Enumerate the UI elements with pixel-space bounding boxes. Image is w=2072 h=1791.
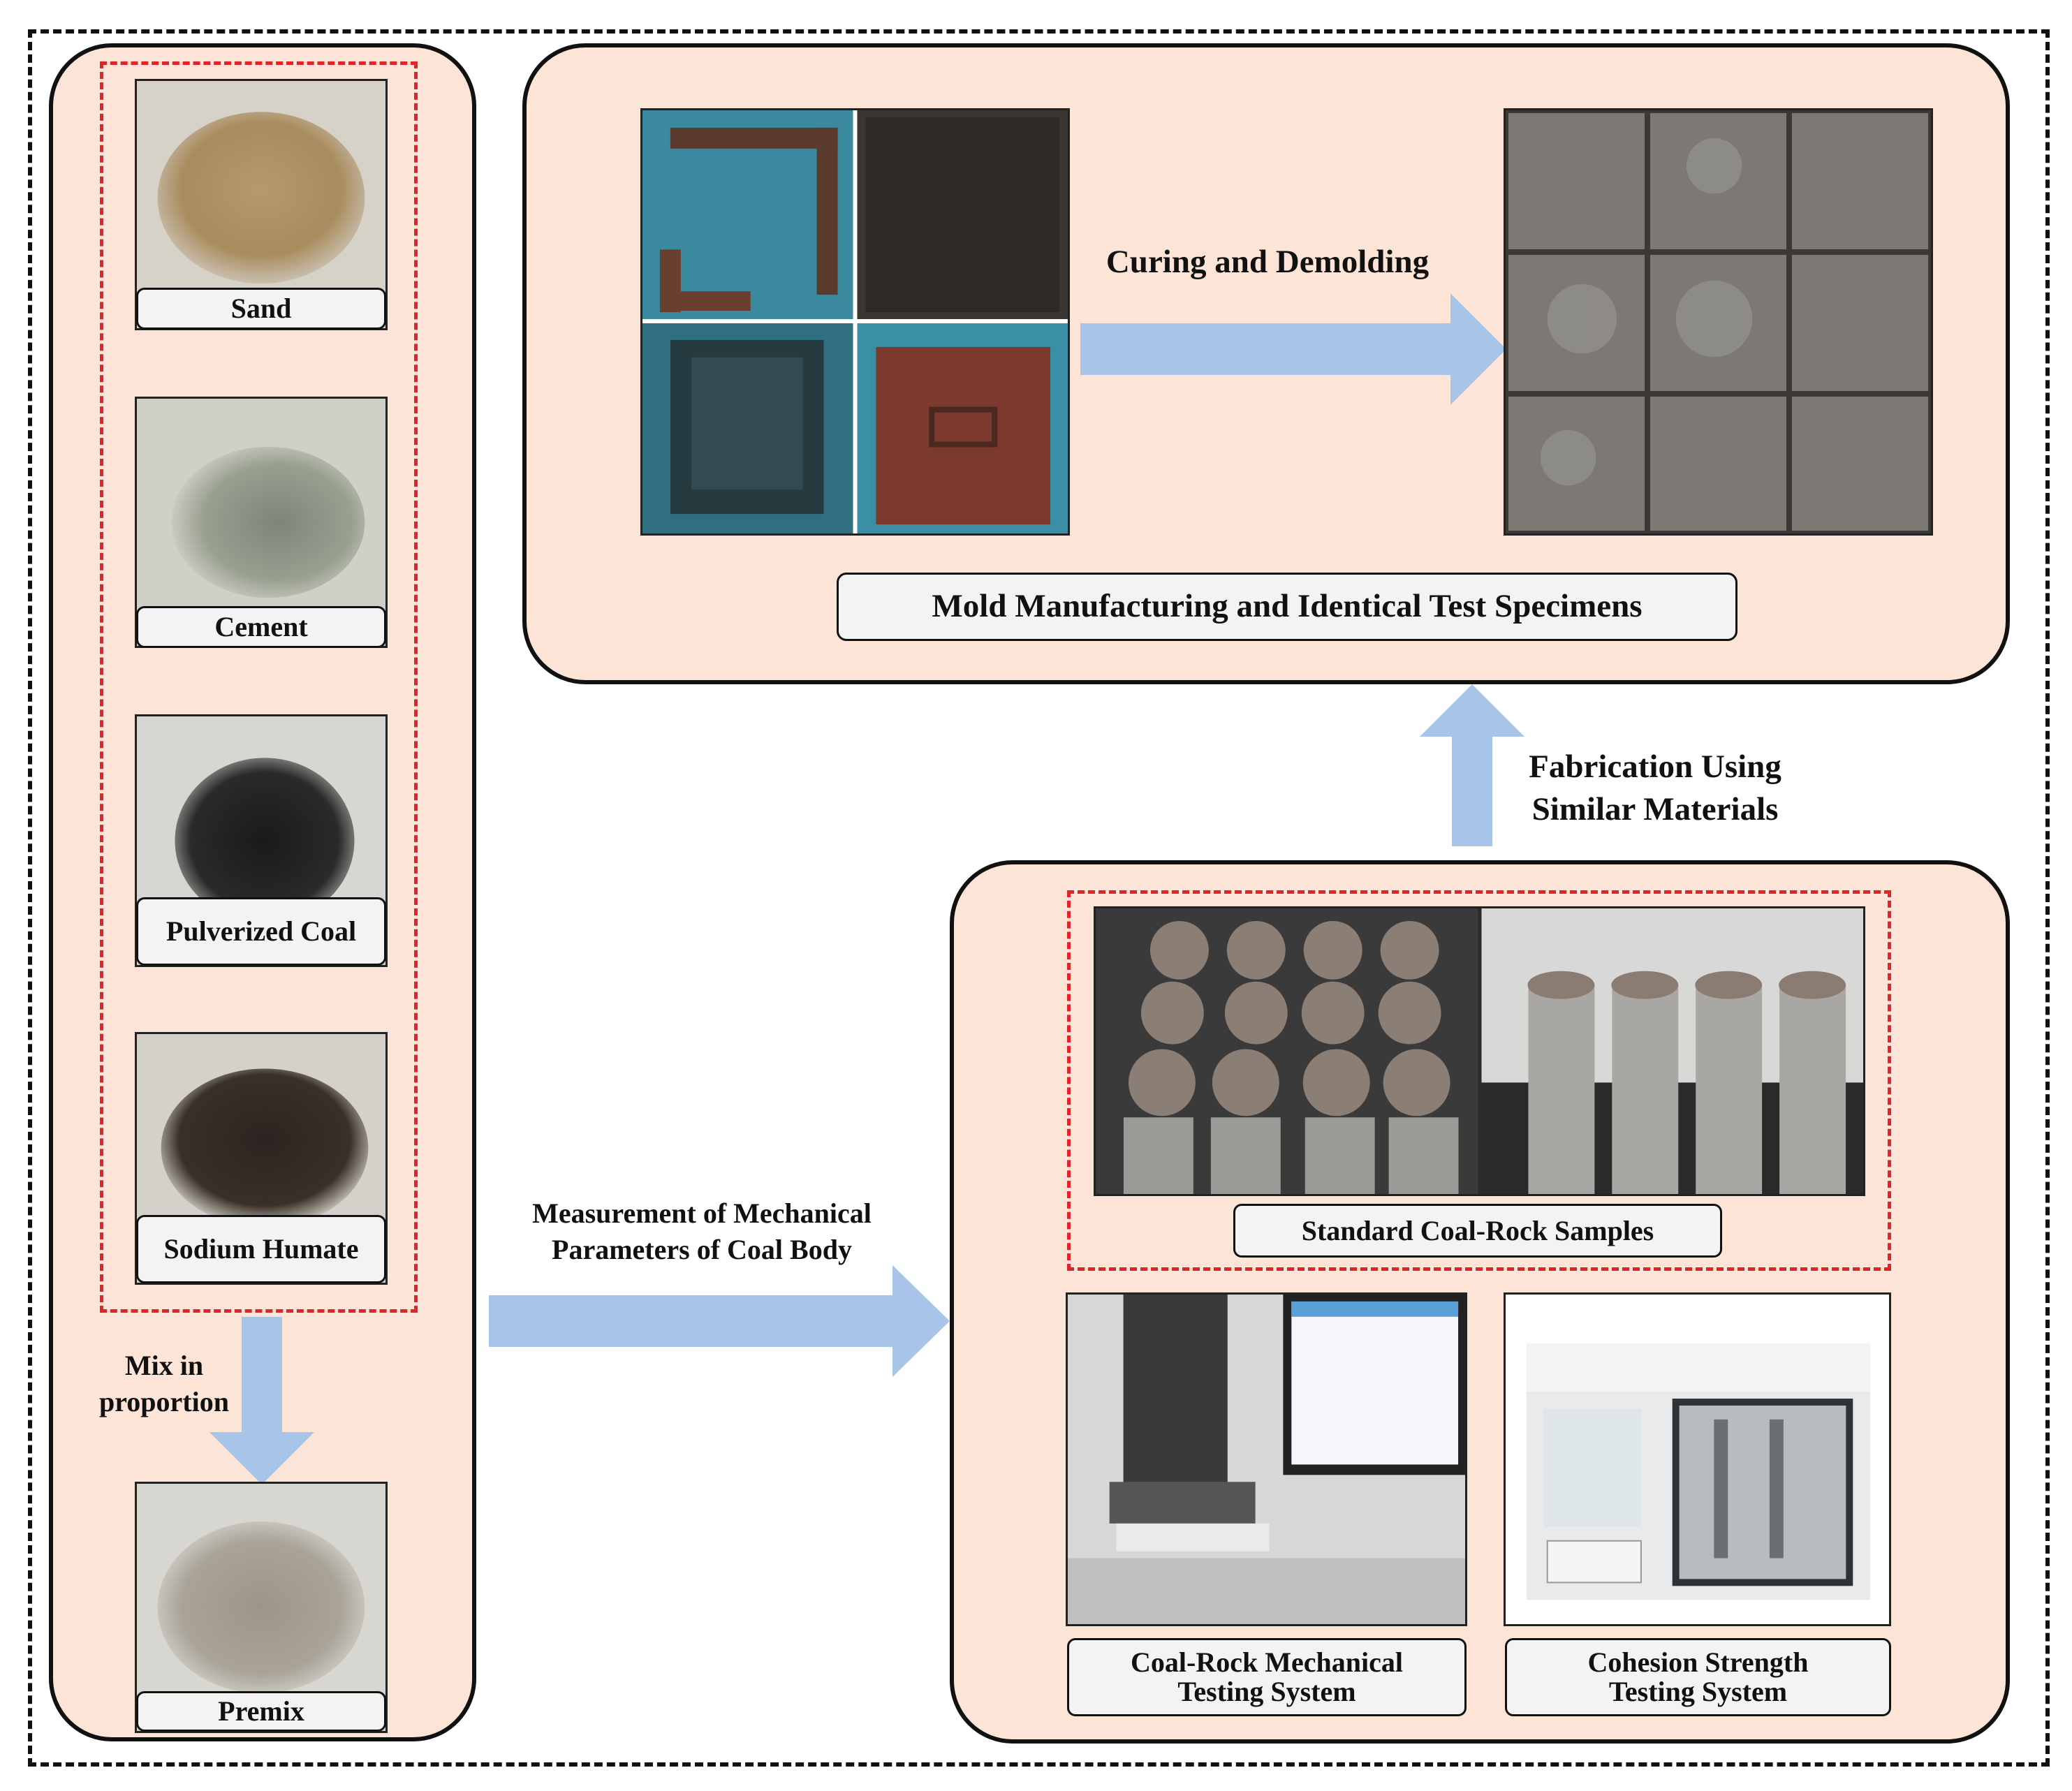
cylinder-samples-photo — [1094, 906, 1865, 1196]
cohesion-caption-text: Cohesion Strength Testing System — [1587, 1646, 1809, 1707]
cohesion-testing-photo — [1504, 1292, 1891, 1626]
mechanical-testing-photo — [1066, 1292, 1467, 1626]
premix-photo — [135, 1482, 388, 1733]
fabrication-label-line: Fabrication Using — [1529, 749, 1781, 785]
samples-caption: Standard Coal-Rock Samples — [1233, 1204, 1722, 1258]
curing-arrow — [1080, 293, 1506, 405]
fabrication-label-line: Similar Materials — [1531, 791, 1779, 828]
premix-label: Premix — [136, 1691, 386, 1732]
samples-group — [1067, 890, 1891, 1271]
outer-frame — [28, 29, 2050, 1767]
mix-label-line: Mix in — [124, 1350, 204, 1381]
mix-arrow — [210, 1317, 314, 1484]
cube-specimens-photo — [1504, 108, 1933, 536]
curing-label: Curing and Demolding — [1105, 244, 1430, 280]
material-label: Pulverized Coal — [136, 897, 386, 966]
measurement-label-line: Parameters of Coal Body — [552, 1234, 852, 1265]
mold-caption: Mold Manufacturing and Identical Test Sp… — [837, 573, 1737, 641]
mechanical-caption: Coal-Rock Mechanical Testing System — [1067, 1638, 1467, 1716]
material-label: Sodium Humate — [136, 1215, 386, 1283]
material-label: Sand — [136, 288, 386, 330]
mix-label-line: proportion — [99, 1386, 229, 1417]
measurement-label-line: Measurement of Mechanical — [532, 1197, 872, 1229]
cohesion-caption: Cohesion Strength Testing System — [1505, 1638, 1891, 1716]
material-label: Cement — [136, 606, 386, 648]
sand-photo — [135, 79, 388, 330]
material-label-text: Sodium Humate — [163, 1233, 359, 1265]
measurement-arrow — [489, 1265, 950, 1377]
mechanical-caption-text: Coal-Rock Mechanical Testing System — [1131, 1646, 1403, 1707]
raw-materials-group — [100, 61, 418, 1313]
material-label-text: Pulverized Coal — [166, 915, 357, 947]
fabrication-arrow — [1420, 684, 1524, 846]
mold-photos — [640, 108, 1070, 536]
fabrication-label: Fabrication Using Similar Materials — [1501, 746, 1809, 831]
mix-label: Mix in proportion — [84, 1348, 244, 1420]
measurement-label: Measurement of Mechanical Parameters of … — [489, 1195, 915, 1268]
